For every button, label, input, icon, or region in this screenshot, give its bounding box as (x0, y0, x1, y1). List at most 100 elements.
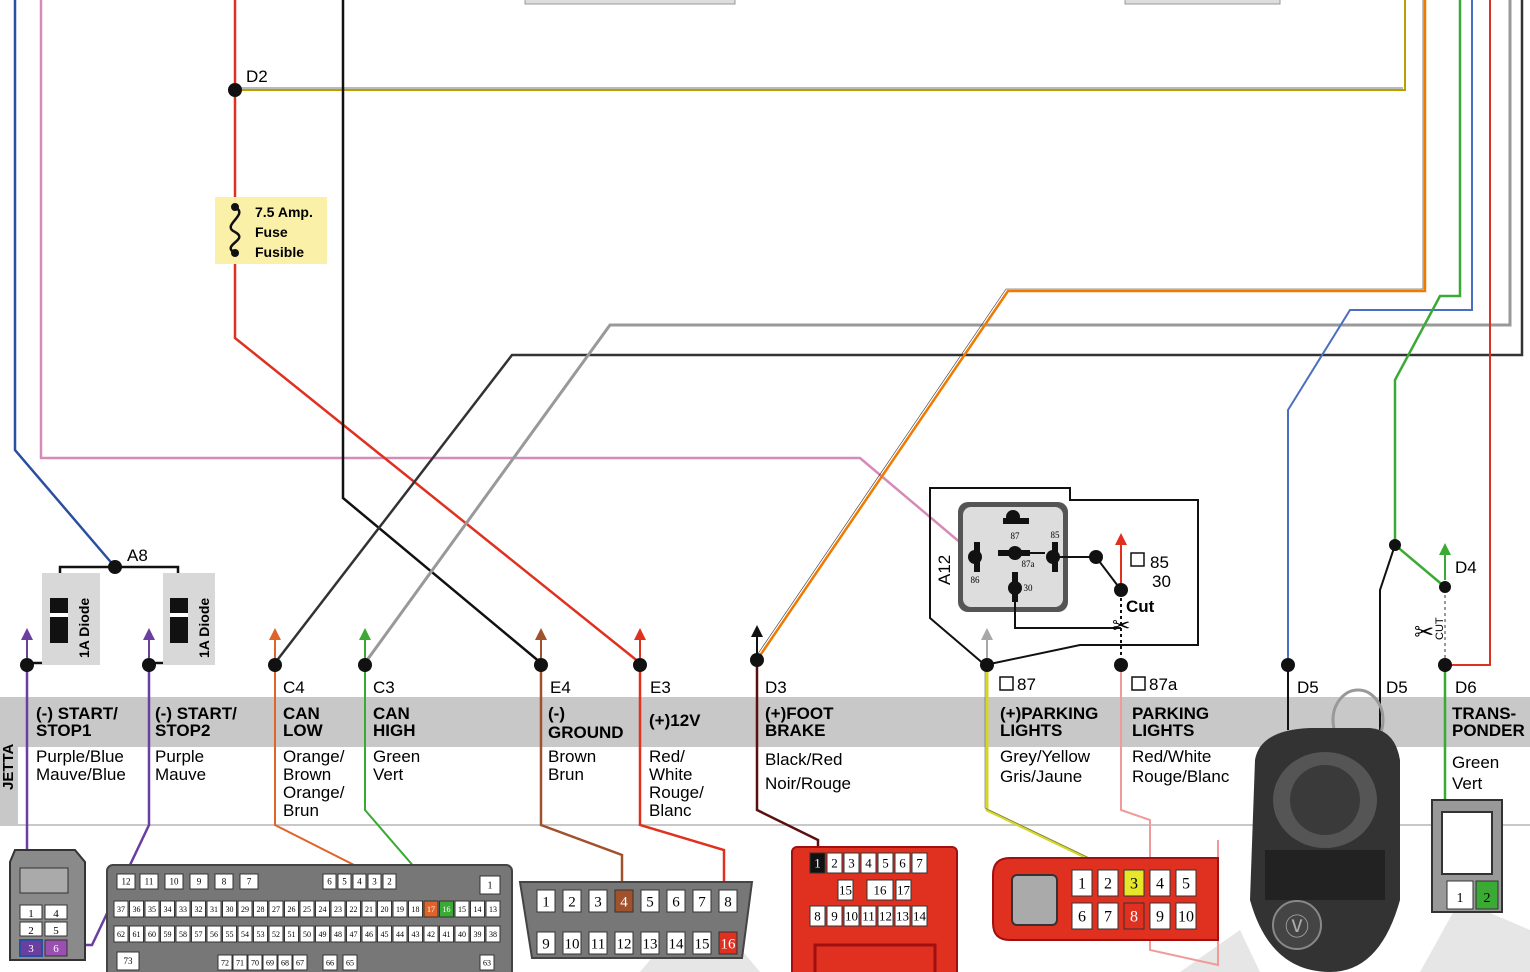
brake-pin (826, 852, 843, 874)
vehicle-label: JETTA (0, 743, 17, 790)
ecu-pin-label: 46 (365, 930, 373, 939)
hdr-ground-1: (-) (548, 704, 565, 723)
ecu-pin (239, 873, 259, 890)
obd-pin (614, 931, 634, 955)
obd-pin (692, 889, 712, 913)
ecu-pin-label: 54 (241, 930, 249, 939)
ecu-pin-label: 61 (133, 930, 141, 939)
ecu-pin-label: 7 (247, 877, 252, 887)
ecu-pin-label: 19 (396, 905, 404, 914)
brake-pin-label: 7 (916, 856, 923, 871)
ecu-pin (408, 925, 423, 943)
hdr-brake-2: BRAKE (765, 721, 825, 740)
hdr-park2-1: PARKING (1132, 704, 1209, 723)
ecu-pin-label: 31 (210, 905, 218, 914)
ecu-pin-label: 58 (179, 930, 187, 939)
fuse-icon (229, 205, 241, 255)
id-d3: D3 (765, 678, 787, 697)
ecu-pin (315, 925, 330, 943)
ecu-pin (439, 900, 454, 918)
brake-pin (843, 905, 860, 927)
obd-pin-label: 12 (617, 936, 632, 952)
wire-grey-can-high (363, 0, 1512, 664)
ecu-pin-label: 42 (427, 930, 435, 939)
cut-label-d6: CUT (1434, 617, 1446, 640)
ecu-pin-label: 4 (357, 877, 362, 887)
ecu-pin (206, 900, 222, 918)
hdr-brake-1: (+)FOOT (765, 704, 834, 723)
obd-pin (562, 931, 582, 955)
park-pin (1149, 902, 1171, 930)
diode-1-label: 1A Diode (76, 598, 92, 658)
wire-orange (755, 0, 1427, 661)
svg-text:2: 2 (28, 925, 34, 937)
hdr-trans-1: TRANS- (1452, 704, 1516, 723)
ecu-pin (382, 873, 397, 890)
ecu-pin (277, 954, 293, 971)
park-pin (1149, 869, 1171, 897)
ecu-pin (175, 900, 191, 918)
col-start2-2: Mauve (155, 765, 206, 784)
ecu-pin (268, 900, 284, 918)
wire-red-12v (233, 0, 641, 664)
park-pin (1097, 902, 1119, 930)
relay-icon-87 (999, 676, 1014, 691)
ecu-pin-label: 14 (474, 905, 482, 914)
brake-pin (843, 852, 860, 874)
fuse-label-en: Fuse (255, 224, 288, 240)
hdr-park1-1: (+)PARKING (1000, 704, 1098, 723)
ecu-pin (284, 900, 299, 918)
col-ground-2: Brun (548, 765, 584, 784)
ecu-pin-label: 55 (226, 930, 234, 939)
hdr-canhigh-2: HIGH (373, 721, 416, 740)
scissors-icon-d6: ✂ (1414, 619, 1434, 646)
col-canlow-3: Orange/ (283, 783, 345, 802)
ecu-pin-label: 1 (488, 881, 493, 892)
diode-1-icon (50, 598, 68, 643)
ecu-pin (485, 925, 501, 943)
diode-2-label: 1A Diode (196, 598, 212, 658)
col-canlow-2: Brown (283, 765, 331, 784)
ecu-pin (144, 925, 160, 943)
ecu-pin-label: 52 (272, 930, 280, 939)
fuse-label-fr: Fusible (255, 244, 304, 260)
col-12v-4: Blanc (649, 801, 692, 820)
start-stop-connector: 1 4 2 5 3 6 (9, 849, 86, 961)
park-pin-label: 1 (1078, 876, 1086, 893)
ecu-pin-label: 27 (272, 905, 280, 914)
ecu-pin-label: 41 (443, 930, 451, 939)
ecu-pin-label: 10 (170, 877, 180, 887)
hdr-ground-2: GROUND (548, 723, 624, 742)
ecu-pin-label: 24 (319, 905, 327, 914)
col-start1-2: Mauve/Blue (36, 765, 126, 784)
id-e3: E3 (650, 678, 671, 697)
ecu-pin (253, 925, 268, 943)
park-pin (1123, 869, 1145, 897)
ecu-pin (377, 900, 392, 918)
wire-blue (13, 0, 116, 568)
ecu-pin-label: 13 (489, 905, 497, 914)
ecu-pin (423, 900, 439, 918)
col-brake-1: Black/Red (765, 750, 842, 769)
ecu-pin (113, 900, 129, 918)
ecu-pin-label: 34 (164, 905, 172, 914)
ecu-pin (361, 925, 377, 943)
relay-icon-87a (1131, 676, 1146, 691)
ecu-pin (439, 925, 454, 943)
wire-black-ground (341, 0, 542, 664)
brake-pin-label: 16 (874, 883, 888, 898)
svg-text:4: 4 (53, 908, 59, 920)
brake-pin (894, 852, 911, 874)
svg-text:1: 1 (28, 908, 34, 920)
ecu-pin-label: 70 (251, 958, 259, 967)
ecu-pin (214, 873, 234, 890)
ecu-pin-label: 49 (319, 930, 327, 939)
obd-pin (640, 931, 660, 955)
park-pin (1175, 902, 1197, 930)
ecu-pin-label: 63 (483, 958, 491, 967)
key-fob-image: Ⓥ (1250, 688, 1400, 972)
ecu-pin-label: 47 (350, 930, 358, 939)
ecu-pin-label: 36 (133, 905, 141, 914)
